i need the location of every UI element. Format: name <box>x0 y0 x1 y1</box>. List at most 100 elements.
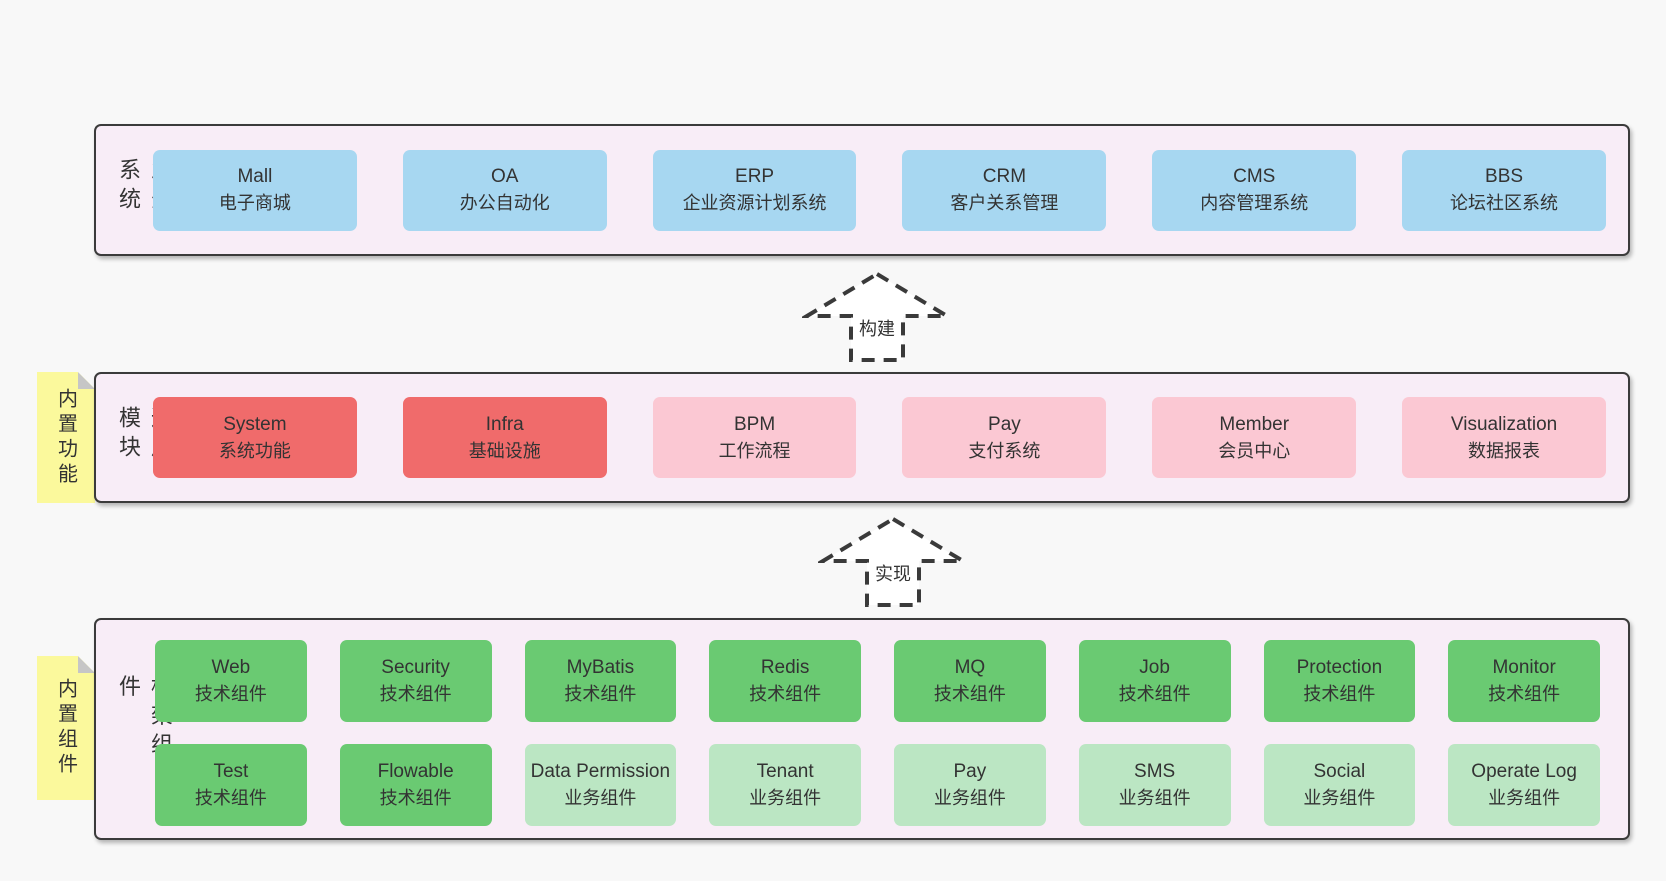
box-desc: 业务组件 <box>1118 788 1191 808</box>
build-arrow: 构建 <box>802 271 952 363</box>
box-desc: 技术组件 <box>1303 684 1376 704</box>
business-systems-row: Mall 电子商城 OA 办公自动化 ERP 企业资源计划系统 CRM 客户关系… <box>153 126 1606 254</box>
box-name: Redis <box>760 657 810 678</box>
box-name: Flowable <box>377 761 454 782</box>
box-mybatis: MyBatis 技术组件 <box>524 640 677 722</box>
components-row-1: Web 技术组件 Security 技术组件 MyBatis 技术组件 Redi… <box>155 640 1600 722</box>
built-in-components-tag: 内置组件 <box>37 656 95 800</box>
box-desc: 业务组件 <box>1488 788 1561 808</box>
box-name: Mall <box>237 166 273 187</box>
box-crm: CRM 客户关系管理 <box>902 149 1107 231</box>
box-name: SMS <box>1134 761 1176 782</box>
box-mall: Mall 电子商城 <box>153 149 357 231</box>
box-name: ERP <box>735 166 775 187</box>
box-name: CMS <box>1233 166 1276 187</box>
box-desc: 会员中心 <box>1218 440 1291 461</box>
built-in-components-tag-label: 内置组件 <box>54 678 77 778</box>
components-row-2: Test 技术组件 Flowable 技术组件 Data Permission … <box>155 744 1600 826</box>
box-desc: 基础设施 <box>468 440 541 461</box>
box-desc: 业务组件 <box>933 788 1006 808</box>
built-in-features-tag: 内置功能 <box>37 372 95 503</box>
framework-components-panel: 框架组件 Web 技术组件 Security 技术组件 MyBatis 技术组件… <box>94 618 1630 840</box>
box-name: Data Permission <box>530 761 671 782</box>
box-desc: 技术组件 <box>1488 684 1561 704</box>
box-member: Member 会员中心 <box>1152 397 1357 478</box>
box-name: Member <box>1219 413 1290 435</box>
box-operate-log: Operate Log 业务组件 <box>1448 744 1600 826</box>
folded-corner-icon <box>78 372 95 389</box>
box-desc: 论坛社区系统 <box>1450 193 1559 213</box>
box-desc: 客户关系管理 <box>950 193 1059 213</box>
box-desc: 技术组件 <box>194 684 267 704</box>
box-system: System 系统功能 <box>153 397 357 478</box>
common-modules-panel: 通用模块 System 系统功能 Infra 基础设施 BPM 工作流程 Pay… <box>94 372 1630 503</box>
box-bpm: BPM 工作流程 <box>652 397 857 478</box>
box-desc: 技术组件 <box>564 684 637 704</box>
box-name: BBS <box>1485 166 1524 187</box>
box-protection: Protection 技术组件 <box>1263 640 1416 722</box>
box-cms: CMS 内容管理系统 <box>1152 149 1357 231</box>
box-name: Web <box>211 657 251 678</box>
implement-arrow-label: 实现 <box>873 560 913 586</box>
box-visualization: Visualization 数据报表 <box>1402 397 1606 478</box>
box-data-permission: Data Permission 业务组件 <box>524 744 677 826</box>
box-desc: 业务组件 <box>749 788 822 808</box>
build-arrow-label: 构建 <box>857 315 897 341</box>
box-pay-module: Pay 支付系统 <box>902 397 1107 478</box>
box-name: MyBatis <box>566 657 635 678</box>
box-desc: 技术组件 <box>749 684 822 704</box>
box-job: Job 技术组件 <box>1078 640 1231 722</box>
box-name: Test <box>213 761 249 782</box>
box-name: Pay <box>953 761 987 782</box>
box-social: Social 业务组件 <box>1263 744 1416 826</box>
box-desc: 技术组件 <box>194 788 267 808</box>
box-desc: 办公自动化 <box>459 193 550 213</box>
box-name: Pay <box>988 413 1021 435</box>
box-desc: 技术组件 <box>379 684 452 704</box>
box-web: Web 技术组件 <box>155 640 307 722</box>
box-desc: 业务组件 <box>564 788 637 808</box>
box-name: OA <box>491 166 519 187</box>
box-name: Operate Log <box>1471 761 1577 782</box>
box-bbs: BBS 论坛社区系统 <box>1402 149 1606 231</box>
box-test: Test 技术组件 <box>155 744 307 826</box>
box-desc: 企业资源计划系统 <box>682 193 827 213</box>
box-name: Protection <box>1296 657 1383 678</box>
box-security: Security 技术组件 <box>339 640 492 722</box>
box-name: Social <box>1313 761 1366 782</box>
business-systems-panel: 业务系统 Mall 电子商城 OA 办公自动化 ERP 企业资源计划系统 CRM… <box>94 124 1630 256</box>
box-infra: Infra 基础设施 <box>402 397 607 478</box>
box-mq: MQ 技术组件 <box>894 640 1046 722</box>
box-name: Tenant <box>756 761 814 782</box>
box-tenant: Tenant 业务组件 <box>709 744 861 826</box>
box-pay-component: Pay 业务组件 <box>894 744 1046 826</box>
implement-arrow: 实现 <box>818 516 968 608</box>
box-desc: 支付系统 <box>968 440 1041 461</box>
built-in-features-tag-label: 内置功能 <box>54 387 77 488</box>
box-name: Monitor <box>1492 657 1556 678</box>
box-name: CRM <box>982 166 1027 187</box>
box-desc: 内容管理系统 <box>1200 193 1309 213</box>
box-name: Job <box>1139 657 1170 678</box>
box-redis: Redis 技术组件 <box>709 640 861 722</box>
common-modules-row: System 系统功能 Infra 基础设施 BPM 工作流程 Pay 支付系统… <box>153 374 1606 501</box>
box-desc: 业务组件 <box>1303 788 1376 808</box>
box-name: MQ <box>954 657 986 678</box>
box-oa: OA 办公自动化 <box>402 149 607 231</box>
box-desc: 技术组件 <box>379 788 452 808</box>
box-desc: 技术组件 <box>933 684 1006 704</box>
box-name: Security <box>381 657 450 678</box>
box-name: System <box>223 413 287 435</box>
box-desc: 技术组件 <box>1118 684 1191 704</box>
box-desc: 系统功能 <box>218 440 291 461</box>
box-monitor: Monitor 技术组件 <box>1448 640 1600 722</box>
box-sms: SMS 业务组件 <box>1078 744 1231 826</box>
box-name: Infra <box>485 413 524 435</box>
box-erp: ERP 企业资源计划系统 <box>652 149 857 231</box>
box-desc: 工作流程 <box>718 440 791 461</box>
box-desc: 数据报表 <box>1468 440 1541 461</box>
box-name: BPM <box>733 413 776 435</box>
box-desc: 电子商城 <box>218 193 291 213</box>
box-flowable: Flowable 技术组件 <box>339 744 492 826</box>
folded-corner-icon <box>78 656 95 673</box>
